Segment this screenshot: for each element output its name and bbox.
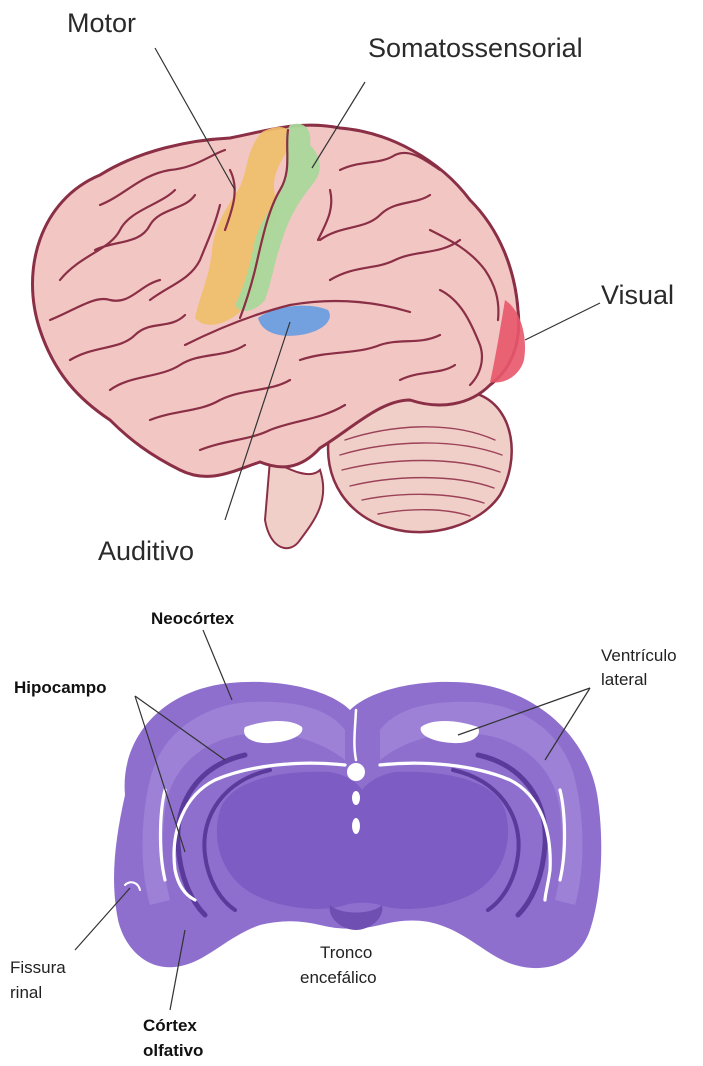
coronal-section: Neocórtex Hipocampo Ventrículo lateral F… xyxy=(10,609,677,1060)
olfactory-cortex-label-1: Córtex xyxy=(143,1016,197,1035)
rhinal-fissure-label-1: Fissura xyxy=(10,958,66,977)
hippocampus-label: Hipocampo xyxy=(14,678,107,697)
third-ventricle-mid xyxy=(352,791,360,805)
motor-label: Motor xyxy=(67,8,136,38)
third-ventricle-top xyxy=(347,763,365,781)
brainstem-label-2: encefálico xyxy=(300,968,377,987)
auditory-label: Auditivo xyxy=(98,536,194,566)
rhinal-fissure-label-2: rinal xyxy=(10,983,42,1002)
neocortex-label: Neocórtex xyxy=(151,609,235,628)
lateral-ventricle-label-1: Ventrículo xyxy=(601,646,677,665)
brainstem xyxy=(265,460,323,548)
visual-leader xyxy=(525,303,600,340)
thalamus xyxy=(217,772,508,909)
somatosensory-label: Somatossensorial xyxy=(368,33,583,63)
third-ventricle-low xyxy=(352,818,360,834)
midline xyxy=(354,710,356,760)
brainstem-label-1: Tronco xyxy=(320,943,372,962)
visual-label: Visual xyxy=(601,280,674,310)
lateral-brain-view: Motor Somatossensorial Visual Auditivo xyxy=(33,8,675,566)
lateral-ventricle-label-2: lateral xyxy=(601,670,647,689)
olfactory-cortex-label-2: olfativo xyxy=(143,1041,203,1060)
